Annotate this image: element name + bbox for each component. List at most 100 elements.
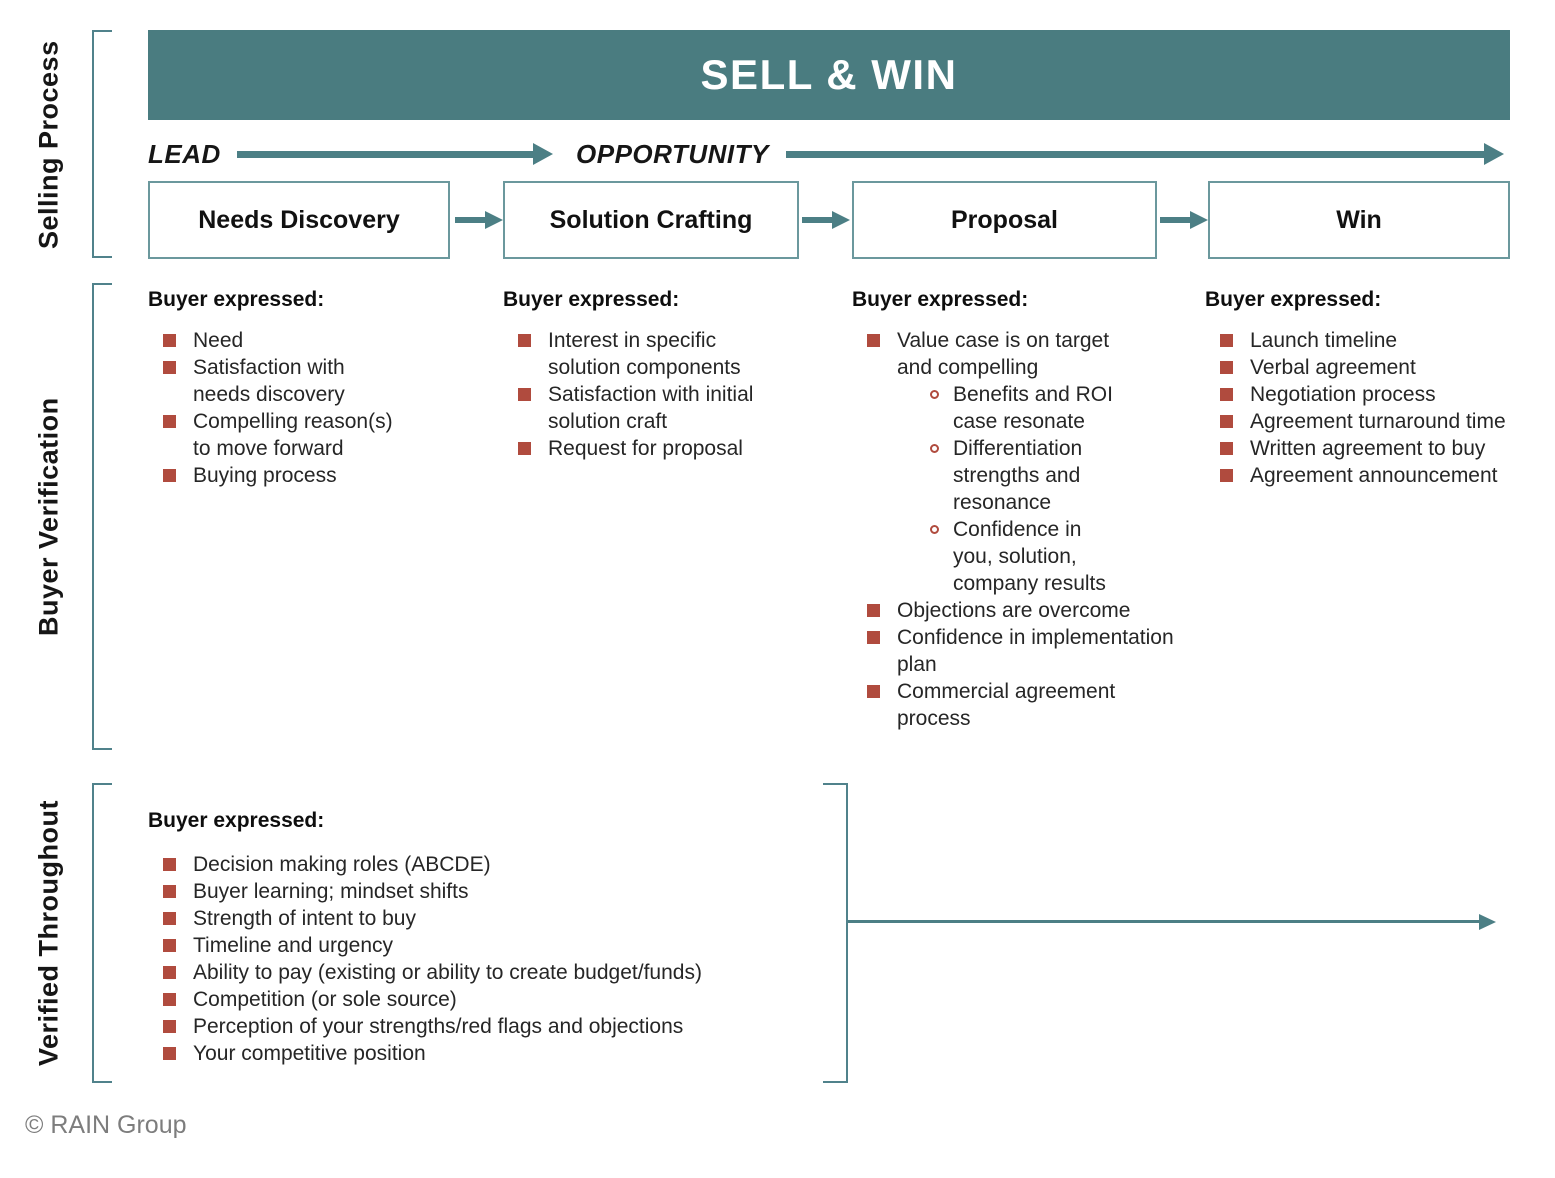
square-bullet-icon xyxy=(867,604,880,617)
square-bullet-icon xyxy=(163,885,176,898)
list-item: Agreement turnaround time xyxy=(1220,408,1540,435)
list-item: Launch timeline xyxy=(1220,327,1540,354)
list-item-text: Request for proposal xyxy=(548,437,743,460)
list-item: Satisfaction with initial solution craft xyxy=(518,381,848,435)
list-item-text: Differentiation strengths and resonance xyxy=(953,437,1083,514)
list-item-text: Strength of intent to buy xyxy=(193,907,416,930)
square-bullet-icon xyxy=(163,858,176,871)
arrow-head-icon xyxy=(1484,143,1504,165)
list-item: Verbal agreement xyxy=(1220,354,1540,381)
list-item-text: Written agreement to buy xyxy=(1250,437,1486,460)
list-item-text: Need xyxy=(193,329,244,352)
list-item-text: Confidence in implementation plan xyxy=(897,626,1174,676)
square-bullet-icon xyxy=(518,388,531,401)
arrow-line xyxy=(848,920,1480,923)
list-item-text: Negotiation process xyxy=(1250,383,1436,406)
list-item-text: Commercial agreement process xyxy=(897,680,1116,730)
verified-throughout-block: Buyer expressed: Decision making roles (… xyxy=(148,808,858,1067)
list-item: Buying process xyxy=(163,462,500,489)
selling-process-bracket xyxy=(92,30,112,258)
buyer-expressed-header: Buyer expressed: xyxy=(148,288,325,311)
buyer-expressed-header: Buyer expressed: xyxy=(1205,288,1382,311)
verified-throughout-bracket xyxy=(92,783,112,1083)
arrow-head-icon xyxy=(832,211,850,229)
square-bullet-icon xyxy=(163,1020,176,1033)
stage-box-solution-crafting: Solution Crafting xyxy=(503,181,799,259)
list-item-text: Buyer learning; mindset shifts xyxy=(193,880,469,903)
square-bullet-icon xyxy=(1220,469,1233,482)
buyer-expressed-header: Buyer expressed: xyxy=(503,288,680,311)
list-item: Perception of your strengths/red flags a… xyxy=(163,1013,858,1040)
square-bullet-icon xyxy=(163,334,176,347)
stage-box-win: Win xyxy=(1208,181,1510,259)
verification-column-solution-crafting: Buyer expressed: Interest in specific so… xyxy=(503,287,848,462)
arrow-line xyxy=(237,151,533,158)
list-item: Decision making roles (ABCDE) xyxy=(163,851,858,878)
list-item-text: Interest in specific solution components xyxy=(548,329,741,379)
circle-bullet-icon xyxy=(930,444,939,453)
side-label-buyer-verification: Buyer Verification xyxy=(33,397,64,636)
arrow-head-icon xyxy=(533,143,553,165)
list-item-text: Value case is on target and compelling xyxy=(897,329,1110,379)
side-label-verified-throughout: Verified Throughout xyxy=(33,800,64,1066)
sub-list-item: Confidence in you, solution, company res… xyxy=(930,516,1113,597)
arrow-head-icon xyxy=(1190,211,1208,229)
list-item-text: Launch timeline xyxy=(1250,329,1398,352)
list-item-text: Timeline and urgency xyxy=(193,934,393,957)
square-bullet-icon xyxy=(1220,415,1233,428)
side-label-selling-process: Selling Process xyxy=(33,40,64,250)
square-bullet-icon xyxy=(867,334,880,347)
verification-list: Interest in specific solution components… xyxy=(503,327,848,462)
arrow-line xyxy=(802,217,832,223)
list-item: Request for proposal xyxy=(518,435,848,462)
list-item: Written agreement to buy xyxy=(1220,435,1540,462)
square-bullet-icon xyxy=(518,442,531,455)
list-item: Buyer learning; mindset shifts xyxy=(163,878,858,905)
list-item: Confidence in implementation plan xyxy=(867,624,1204,678)
list-item-text: Perception of your strengths/red flags a… xyxy=(193,1015,684,1038)
list-item-text: Objections are overcome xyxy=(897,599,1131,622)
square-bullet-icon xyxy=(1220,334,1233,347)
arrow-head-icon xyxy=(1479,913,1496,930)
list-item-text: Confidence in you, solution, company res… xyxy=(953,518,1106,595)
square-bullet-icon xyxy=(163,939,176,952)
list-item: Your competitive position xyxy=(163,1040,858,1067)
arrow-line xyxy=(1160,217,1190,223)
list-item: Agreement announcement xyxy=(1220,462,1540,489)
list-item: Ability to pay (existing or ability to c… xyxy=(163,959,858,986)
circle-bullet-icon xyxy=(930,525,939,534)
list-item: Timeline and urgency xyxy=(163,932,858,959)
square-bullet-icon xyxy=(163,415,176,428)
list-item: Satisfaction with needs discovery xyxy=(163,354,500,408)
list-item: Competition (or sole source) xyxy=(163,986,858,1013)
square-bullet-icon xyxy=(163,912,176,925)
square-bullet-icon xyxy=(163,1047,176,1060)
verification-column-proposal: Buyer expressed: Value case is on target… xyxy=(852,287,1204,732)
list-item-text: Agreement turnaround time xyxy=(1250,410,1506,433)
square-bullet-icon xyxy=(163,361,176,374)
arrow-head-icon xyxy=(485,211,503,229)
verified-throughout-list: Decision making roles (ABCDE)Buyer learn… xyxy=(148,851,858,1067)
list-item-text: Satisfaction with initial solution craft xyxy=(548,383,754,433)
banner: SELL & WIN xyxy=(148,30,1510,120)
list-item-text: Your competitive position xyxy=(193,1042,426,1065)
list-item: Commercial agreement process xyxy=(867,678,1204,732)
lead-label: LEAD xyxy=(148,139,221,169)
square-bullet-icon xyxy=(518,334,531,347)
opportunity-label: OPPORTUNITY xyxy=(576,139,769,169)
square-bullet-icon xyxy=(163,966,176,979)
throughout-right-bracket xyxy=(823,783,848,1083)
sub-list-item: Benefits and ROI case resonate xyxy=(930,381,1113,435)
stage-box-proposal: Proposal xyxy=(852,181,1157,259)
square-bullet-icon xyxy=(1220,442,1233,455)
copyright-text: © RAIN Group xyxy=(25,1111,187,1139)
list-item: Need xyxy=(163,327,500,354)
list-item: Objections are overcome xyxy=(867,597,1204,624)
